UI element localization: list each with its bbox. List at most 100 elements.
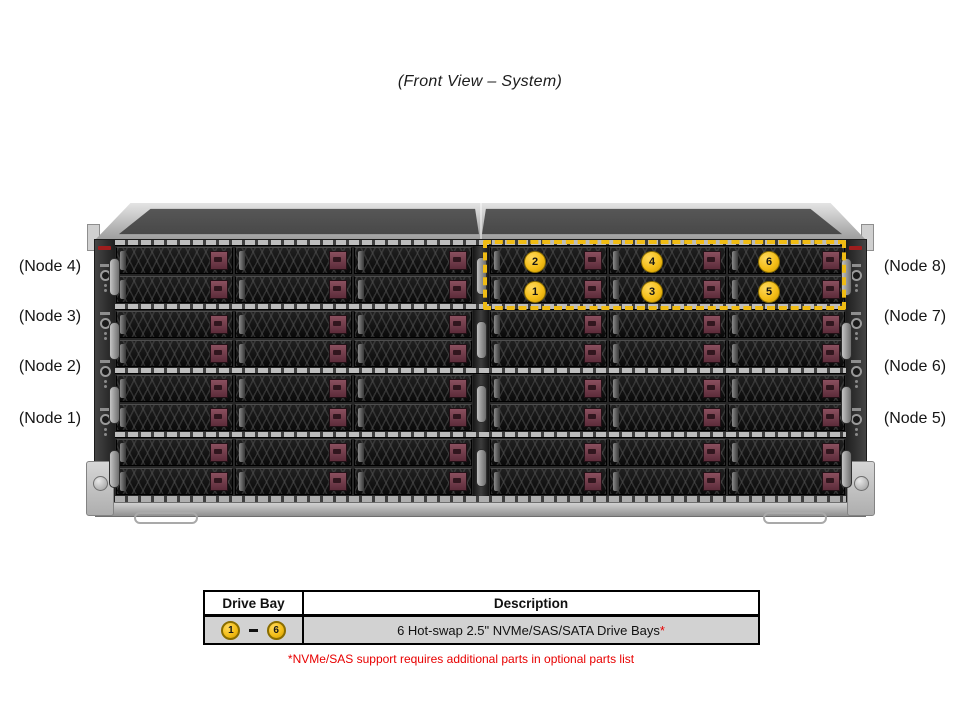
tray-latch: [583, 472, 602, 491]
tray-handle: [612, 344, 619, 363]
chassis-center-divider: [472, 310, 489, 368]
power-button-icon: [850, 414, 862, 425]
drive-tray: [727, 375, 846, 402]
drive-bay-callout-4: 4: [641, 251, 663, 273]
tray-handle: [493, 251, 500, 270]
tray-handle: [493, 472, 500, 491]
node-mini-label: [851, 408, 861, 411]
power-button-icon: [850, 366, 862, 377]
drive-tray: [727, 404, 846, 431]
tray-latch: [583, 251, 602, 270]
node-control-panel: [849, 360, 863, 402]
tray-handle: [120, 379, 126, 398]
base-handle-left: [134, 512, 198, 524]
tray-handle: [493, 443, 500, 462]
description-text: 6 Hot-swap 2.5" NVMe/SAS/SATA Drive Bays: [397, 622, 660, 638]
tray-latch: [210, 251, 229, 270]
tray-latch: [448, 251, 467, 270]
tray-handle: [120, 472, 126, 491]
tray-latch: [822, 443, 841, 462]
drive-tray: [354, 468, 472, 495]
drive-tray: [116, 340, 234, 367]
tray-latch: [583, 379, 602, 398]
tray-handle: [120, 315, 126, 334]
tray-handle: [731, 315, 738, 334]
drive-bay-callout-2: 2: [524, 251, 546, 273]
status-led-icon: [103, 385, 107, 388]
node-mini-label: [100, 264, 110, 267]
tray-latch: [583, 344, 602, 363]
drive-tray: [354, 340, 472, 367]
drive-bay-callout-1: 1: [524, 281, 546, 303]
chassis-body: [95, 240, 866, 502]
tray-latch: [702, 379, 721, 398]
status-led-icon: [103, 337, 107, 340]
drive-tray: [608, 311, 726, 338]
node-mini-label: [100, 312, 110, 315]
tray-latch: [448, 408, 467, 427]
tray-handle: [358, 472, 365, 491]
drive-tray: [489, 439, 607, 466]
tray-latch: [210, 280, 229, 299]
node-label-2: (Node 2): [18, 358, 82, 375]
description-cell: 6 Hot-swap 2.5" NVMe/SAS/SATA Drive Bays…: [302, 614, 760, 645]
node-latch-lever: [475, 449, 487, 487]
tray-latch: [448, 315, 467, 334]
tray-handle: [731, 251, 738, 270]
status-led-icon: [103, 332, 107, 335]
status-led-icon: [103, 428, 107, 431]
node-mini-label: [100, 408, 110, 411]
node-label-4: (Node 4): [18, 258, 82, 275]
status-led-icon: [854, 385, 858, 388]
drive-tray: [608, 276, 726, 303]
tray-latch: [448, 472, 467, 491]
tray-handle: [731, 344, 738, 363]
node-latch-lever: [475, 321, 487, 359]
drive-tray: [608, 468, 726, 495]
drive-tray: [235, 439, 353, 466]
drive-bay-area: [115, 240, 846, 502]
tray-handle: [358, 251, 365, 270]
tray-latch: [210, 315, 229, 334]
table-header-description: Description: [302, 590, 760, 617]
drive-tray: [489, 311, 607, 338]
status-led-icon: [103, 289, 107, 292]
drive-tray: [235, 247, 353, 274]
brand-logo: [98, 246, 111, 250]
drive-tray: [354, 311, 472, 338]
tray-latch: [583, 315, 602, 334]
drive-tray: [354, 375, 472, 402]
power-button-icon: [850, 270, 862, 281]
node-latch-lever: [841, 450, 852, 488]
tray-handle: [239, 472, 246, 491]
tray-latch: [210, 443, 229, 462]
node-label-3: (Node 3): [18, 308, 82, 325]
node-latch-lever: [841, 258, 852, 296]
drive-tray: [116, 247, 234, 274]
node-mini-label: [851, 264, 861, 267]
tray-handle: [493, 408, 500, 427]
drive-bay-callout-5: 5: [758, 281, 780, 303]
node-latch-lever: [841, 386, 852, 424]
drive-tray: [116, 468, 234, 495]
node-mini-label: [851, 360, 861, 363]
node-control-panel: [849, 312, 863, 354]
bay-range-cell: 1 6: [203, 614, 304, 645]
drive-tray: [489, 404, 607, 431]
tray-handle: [612, 379, 619, 398]
tray-handle: [239, 379, 246, 398]
chassis-lid: [95, 203, 866, 240]
tray-latch: [822, 251, 841, 270]
drive-tray: [235, 375, 353, 402]
tray-handle: [120, 344, 126, 363]
drive-tray: [727, 439, 846, 466]
tray-latch: [702, 251, 721, 270]
tray-latch: [702, 280, 721, 299]
tray-latch: [448, 344, 467, 363]
node-row: [115, 304, 846, 368]
node-latch-lever: [841, 322, 852, 360]
drive-tray: [235, 340, 353, 367]
tray-handle: [358, 443, 365, 462]
tray-latch: [448, 379, 467, 398]
tray-handle: [239, 315, 246, 334]
